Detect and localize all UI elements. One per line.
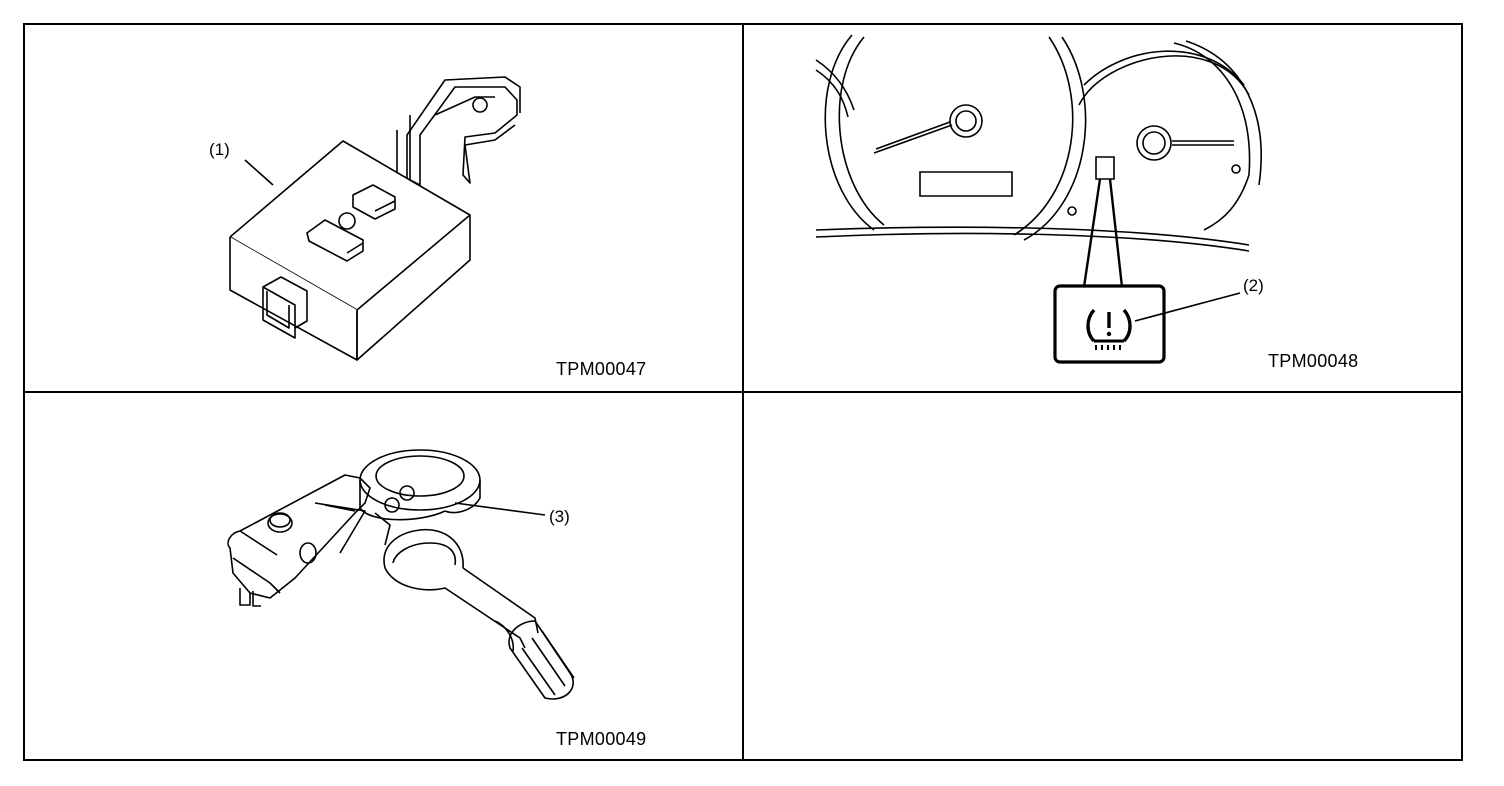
grid-horizontal-divider [23,391,1463,393]
control-module-illustration [25,25,742,391]
panel-combination-meter: (2) TPM00048 [744,25,1463,391]
callout-label-1: (1) [209,140,230,159]
figure-code-2: TPM00048 [1268,351,1359,371]
callout-label-3: (3) [549,507,570,526]
panel-empty [744,393,1463,759]
pressure-sensor-illustration [25,393,742,759]
combination-meter-illustration [744,25,1463,391]
panel-control-module: (1) TPM00047 [25,25,742,391]
figure-code-3: TPM00049 [556,729,647,749]
panel-pressure-sensor: (3) TPM00049 [25,393,742,759]
callout-label-2: (2) [1243,276,1264,295]
figure-code-1: TPM00047 [556,359,647,379]
